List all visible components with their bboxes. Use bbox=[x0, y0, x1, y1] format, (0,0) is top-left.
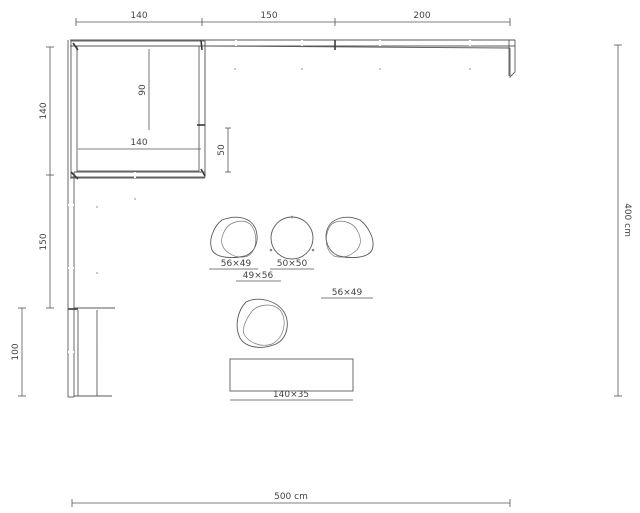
bench bbox=[229, 358, 354, 392]
chair-middle-size: 50×50 bbox=[277, 259, 308, 269]
left-dim-140: 140 bbox=[39, 102, 49, 119]
chair-left bbox=[210, 216, 258, 258]
floor-marks bbox=[96, 68, 471, 353]
left-dimension-line bbox=[18, 46, 54, 397]
chair-right bbox=[325, 216, 374, 258]
chair-left-size: 56×49 bbox=[221, 259, 252, 269]
chair-lower bbox=[236, 298, 288, 348]
top-dimension-line bbox=[75, 18, 511, 26]
chaise-inner-dimensions bbox=[78, 49, 231, 173]
right-dim-400: 400 cm bbox=[622, 203, 632, 237]
right-dimension-line bbox=[614, 44, 622, 397]
chair-spacing-size: 49×56 bbox=[243, 271, 274, 281]
sofa-top-section bbox=[70, 39, 516, 79]
sofa-chaise-module bbox=[70, 40, 206, 178]
top-dim-200: 200 bbox=[413, 11, 430, 21]
left-dim-150: 150 bbox=[39, 233, 49, 250]
inner-dim-90: 90 bbox=[138, 84, 148, 96]
chair-middle bbox=[269, 215, 315, 260]
top-dim-150: 150 bbox=[260, 11, 277, 21]
bottom-dimension-line bbox=[71, 499, 511, 507]
left-dim-100: 100 bbox=[11, 343, 21, 360]
bench-size: 140×35 bbox=[273, 390, 309, 400]
sofa-left-section bbox=[67, 40, 205, 398]
top-dim-140: 140 bbox=[130, 11, 147, 21]
inner-dim-50: 50 bbox=[217, 144, 227, 156]
bottom-dim-500: 500 cm bbox=[274, 492, 308, 502]
inner-dim-140: 140 bbox=[130, 138, 147, 148]
chair-right-size: 56×49 bbox=[332, 288, 363, 298]
